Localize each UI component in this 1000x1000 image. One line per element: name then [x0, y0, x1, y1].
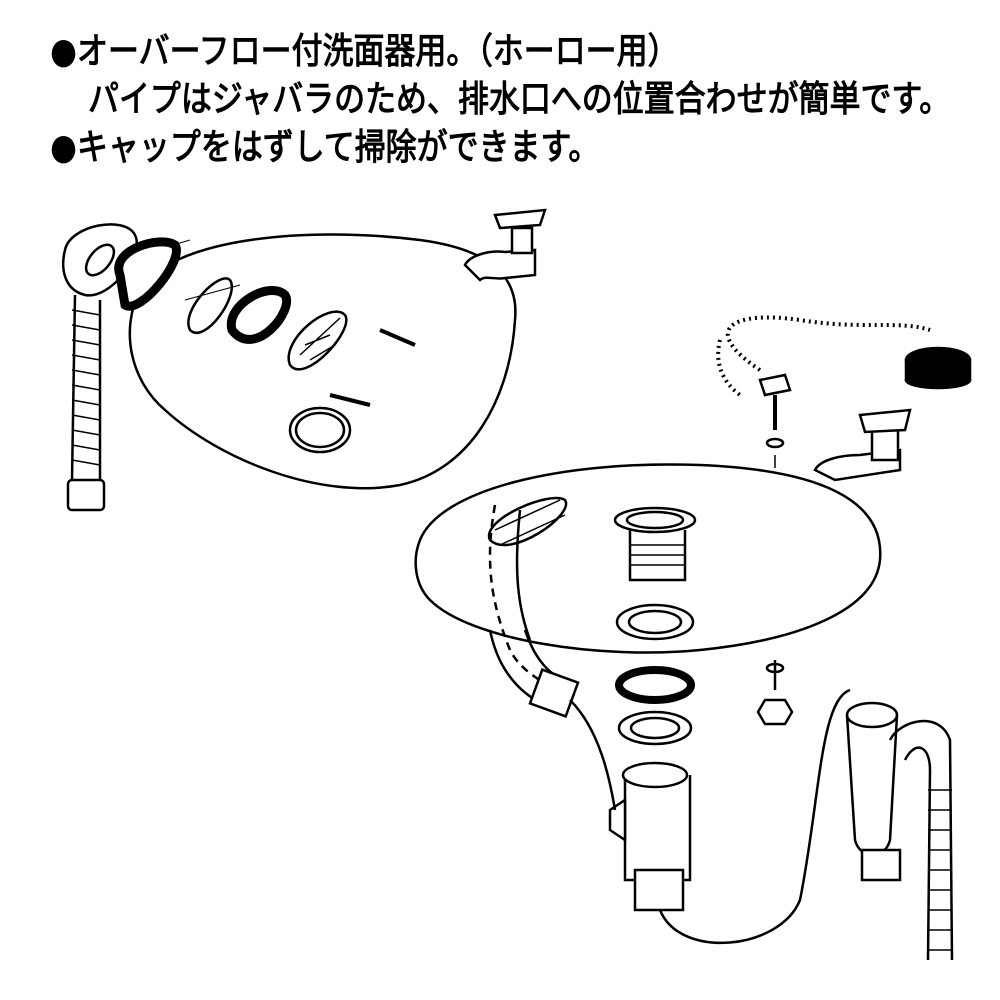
feature-line-3: ●キャップをはずして掃除ができます。 — [50, 127, 600, 168]
upper-basin — [128, 208, 547, 490]
chain-stopper — [716, 315, 972, 468]
p-trap — [845, 701, 954, 961]
feature-line-2: パイプはジャバラのため、排水口への位置合わせが簡単です。 — [88, 79, 951, 120]
lower-basin — [414, 463, 882, 945]
overflow-pipe-left — [61, 223, 181, 512]
faucet-right — [813, 408, 912, 482]
feature-line-1: ●オーバーフロー付洗面器用。（ホーロー用） — [50, 31, 679, 72]
